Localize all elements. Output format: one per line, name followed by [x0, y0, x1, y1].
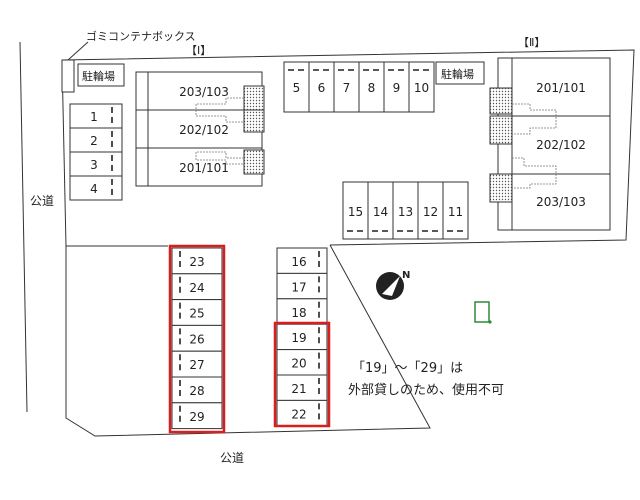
parking-space-label-25: 25: [189, 307, 204, 321]
bike-parking-1: [77, 63, 125, 87]
bike-parking-1-label: 駐輪場: [82, 69, 115, 83]
building-1: [135, 71, 265, 187]
parking-space-label-27: 27: [189, 358, 204, 372]
garbage-box-leader: [67, 41, 89, 61]
bike-parking-2: [435, 61, 485, 85]
parking-space-label-13: 13: [398, 205, 413, 219]
parking-space-label-12: 12: [423, 205, 438, 219]
parking-space-label-1: 1: [90, 110, 98, 124]
parking-space-13: [392, 181, 419, 240]
parking-space-label-10: 10: [414, 81, 429, 95]
building-1-unit-1: 203/103: [179, 85, 229, 99]
public-road-left-label: 公道: [30, 194, 54, 208]
parking-space-label-29: 29: [189, 410, 204, 424]
parking-space-15: [342, 181, 369, 240]
building-1-unit-3: 201/101: [179, 161, 229, 175]
parking-space-label-3: 3: [90, 158, 98, 172]
parking-space-label-19: 19: [291, 331, 306, 345]
parking-space-14: [367, 181, 394, 240]
parking-space-label-4: 4: [90, 182, 98, 196]
parking-space-label-18: 18: [291, 306, 306, 320]
parking-space-label-16: 16: [291, 255, 306, 269]
parking-space-3: [69, 151, 123, 177]
building-2: [489, 57, 611, 231]
parking-space-label-20: 20: [291, 357, 306, 371]
parking-space-label-22: 22: [291, 407, 306, 421]
parking-space-12: [417, 181, 444, 240]
restricted-area-23-29: [168, 244, 226, 434]
public-road-bottom-label: 公道: [220, 451, 244, 465]
parking-space-label-24: 24: [189, 281, 204, 295]
green-marker-icon: [474, 301, 490, 323]
parking-space-label-11: 11: [448, 205, 463, 219]
compass-label: N: [402, 270, 410, 281]
parking-space-label-9: 9: [393, 81, 401, 95]
green-marker-dot: [488, 320, 492, 324]
garbage-box-label: ゴミコンテナボックス: [86, 29, 196, 43]
parking-space-label-5: 5: [293, 81, 301, 95]
parking-space-1: [69, 103, 123, 129]
parking-space-label-23: 23: [189, 255, 204, 269]
building-2-label: 【Ⅱ】: [518, 36, 545, 49]
note-line-1: 「19」～「29」は: [352, 361, 463, 376]
note-line-2: 外部貸しのため、使用不可: [348, 382, 504, 398]
parking-space-label-26: 26: [189, 332, 204, 346]
building-2-unit-1: 201/101: [536, 81, 586, 95]
parking-space-label-21: 21: [291, 382, 306, 396]
parking-space-2: [69, 127, 123, 153]
parking-space-label-14: 14: [373, 205, 388, 219]
building-1-label: 【Ⅰ】: [186, 44, 211, 57]
property-outline-top: [61, 49, 635, 246]
parking-space-label-2: 2: [90, 134, 98, 148]
public-road-left-line: [19, 41, 28, 413]
garbage-box: [61, 59, 75, 93]
restricted-area-19-22: [273, 321, 331, 428]
building-2-unit-2: 202/102: [536, 138, 586, 152]
property-outline-bottom: [65, 244, 431, 437]
parking-space-label-8: 8: [368, 81, 376, 95]
parking-space-label-7: 7: [343, 81, 351, 95]
parking-space-11: [442, 181, 469, 240]
building-1-unit-2: 202/102: [179, 123, 229, 137]
parking-space-label-17: 17: [291, 280, 306, 294]
building-2-unit-3: 203/103: [536, 195, 586, 209]
parking-space-label-28: 28: [189, 384, 204, 398]
parking-space-4: [69, 175, 123, 201]
parking-space-label-15: 15: [348, 205, 363, 219]
parking-space-label-6: 6: [318, 81, 326, 95]
compass-north-icon: N: [376, 270, 410, 300]
bike-parking-2-label: 駐輪場: [441, 67, 474, 81]
